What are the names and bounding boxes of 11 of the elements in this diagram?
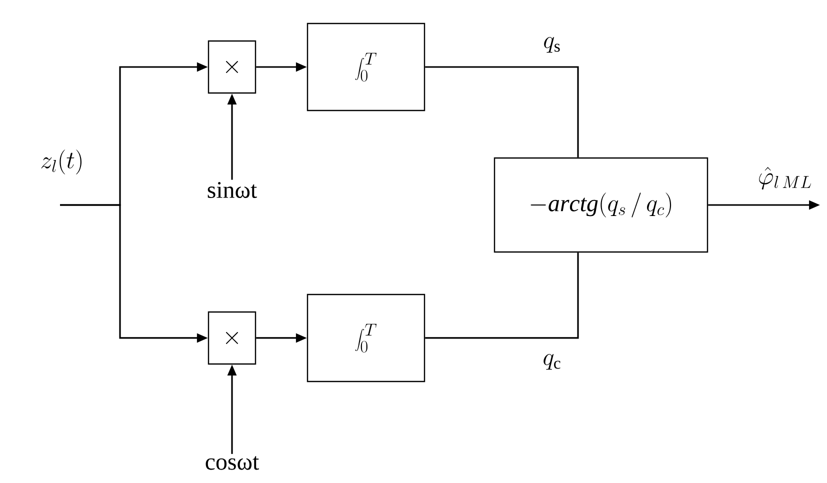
signal-label: $z_{l}(t)$ (41, 150, 82, 174)
edge-label: $\hat{\varphi}_{l\,ML}$ (756, 166, 814, 190)
multiplier-box: $\times$ (208, 40, 256, 94)
edge-label: $q_{\mathrm{s}}$ (542, 36, 562, 54)
signal-label: cosωt (206, 456, 259, 470)
edge-label: $q_{\mathrm{c}}$ (542, 353, 562, 371)
arctangent-box: $-\mathit{arctg}(q_s\,/\,q_c)$ (494, 157, 708, 253)
signal-label: sinωt (208, 182, 257, 198)
integrator-box: $\int_0^T$ (306, 22, 426, 112)
integrator-box: $\int_0^T$ (306, 294, 426, 382)
multiplier-box: $\times$ (208, 311, 256, 365)
